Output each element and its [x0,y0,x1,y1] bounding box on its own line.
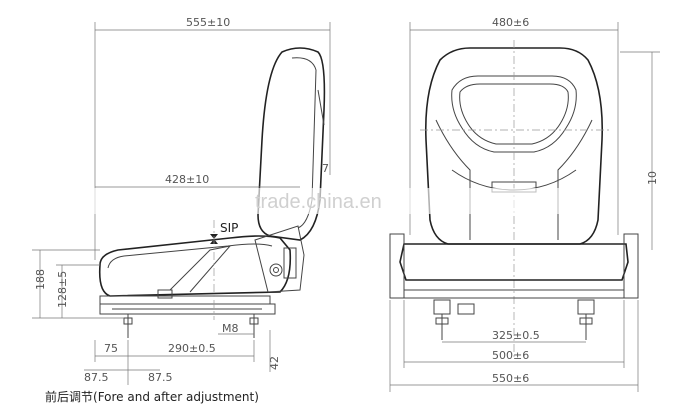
watermark-text: trade.china.en [255,191,382,213]
dim-428-label: 428±10 [165,173,209,186]
dim-128-label: 128±5 [56,271,69,308]
dim-height-partial: 7 [322,162,329,175]
handle-cutout [451,75,577,153]
side-bolt-left [123,314,133,338]
dim-325-label: 325±0.5 [492,329,540,342]
dim-75-label: 75 [104,342,118,355]
dim-87-right-label: 87.5 [148,371,173,384]
bolt-m8-label: M8 [222,322,239,335]
side-bolt-right [249,314,259,338]
dim-right-height-label: 10 [646,171,659,185]
adjuster-latch [457,303,475,315]
dim-555-label: 555±10 [186,16,230,29]
dim-550-label: 550±6 [492,372,529,385]
dim-500-label: 500±6 [492,349,529,362]
right-side-rail [623,233,639,299]
slide-rail [99,295,271,305]
side-view: 555±10 428±10 7 SIP [32,16,331,385]
dim-42-label: 42 [268,356,281,370]
backrest [257,47,326,241]
front-backrest [424,47,604,245]
pivot-bracket [254,225,305,293]
pivot-knob [269,263,283,277]
front-bolt-left [433,299,451,340]
dim-87-left-label: 87.5 [84,371,109,384]
caption: 前后调节(Fore and after adjustment) [45,388,259,405]
front-bolt-right [577,299,595,340]
caption-cn: 前后调节 [45,390,94,404]
dim-480-label: 480±6 [492,16,529,29]
dim-188-label: 188 [34,269,47,290]
dim-290-label: 290±0.5 [168,342,216,355]
seat-cushion [98,235,292,297]
left-side-rail [389,233,405,299]
sip-label: SIP [220,221,238,235]
front-seat-pan [399,243,629,281]
caption-en: (Fore and after adjustment) [93,390,259,404]
